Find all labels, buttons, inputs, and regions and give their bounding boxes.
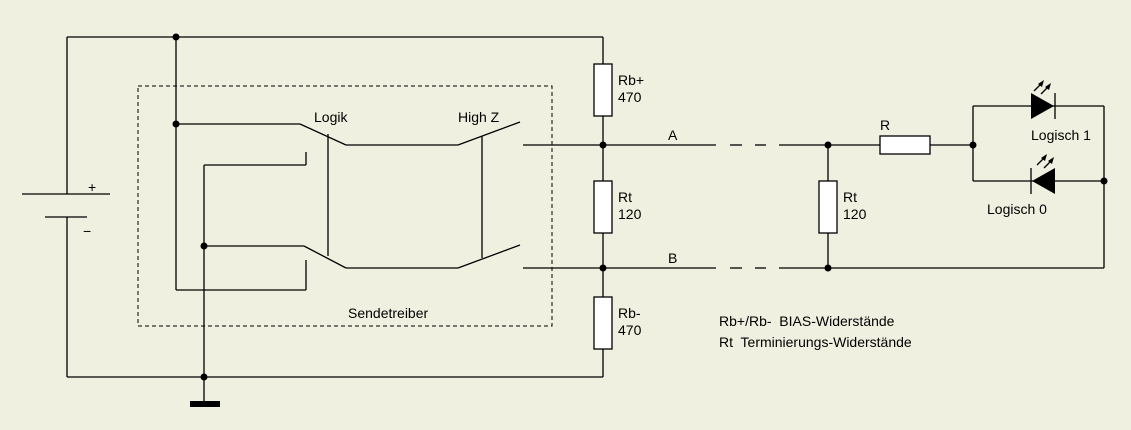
- junction-dots: [172, 33, 1108, 381]
- rb-plus-name: Rb+: [618, 72, 644, 88]
- battery-minus-label: −: [83, 223, 91, 239]
- rt-far-resistor: [818, 180, 838, 234]
- battery-plus-label: +: [88, 179, 96, 195]
- battery-symbol: [22, 37, 110, 377]
- line-b-label: B: [668, 250, 677, 266]
- sendetreiber-label: Sendetreiber: [348, 305, 429, 321]
- rt-far-value: 120: [843, 206, 867, 222]
- legend-termination: Rt Terminierungs-Widerstände: [719, 334, 912, 350]
- sendetreiber-box: [137, 85, 553, 327]
- r-name: R: [880, 117, 890, 133]
- high-z-label: High Z: [458, 109, 500, 125]
- rt-far-name: Rt: [843, 189, 857, 205]
- logisch-1-label: Logisch 1: [1031, 127, 1091, 143]
- logisch-0-label: Logisch 0: [987, 201, 1047, 217]
- rb-minus-value: 470: [618, 322, 642, 338]
- rb-plus-value: 470: [618, 89, 642, 105]
- line-a-label: A: [668, 127, 678, 143]
- rb-plus-resistor: [593, 63, 613, 117]
- rt-driver-name: Rt: [618, 189, 632, 205]
- led-logisch-1: [1031, 80, 1056, 119]
- rb-minus-name: Rb-: [618, 305, 641, 321]
- driver-internal-wiring: [175, 37, 307, 402]
- legend-bias: Rb+/Rb- BIAS-Widerstände: [719, 313, 895, 329]
- rt-driver-value: 120: [618, 206, 642, 222]
- series-resistor-r: [879, 135, 931, 155]
- ground-symbol: [190, 401, 220, 407]
- rb-minus-resistor: [593, 296, 613, 350]
- rt-driver-resistor: [593, 180, 613, 234]
- logic-switch: [299, 123, 347, 269]
- led-logisch-0: [1030, 154, 1055, 194]
- logik-label: Logik: [314, 109, 348, 125]
- high-z-switch: [457, 121, 521, 269]
